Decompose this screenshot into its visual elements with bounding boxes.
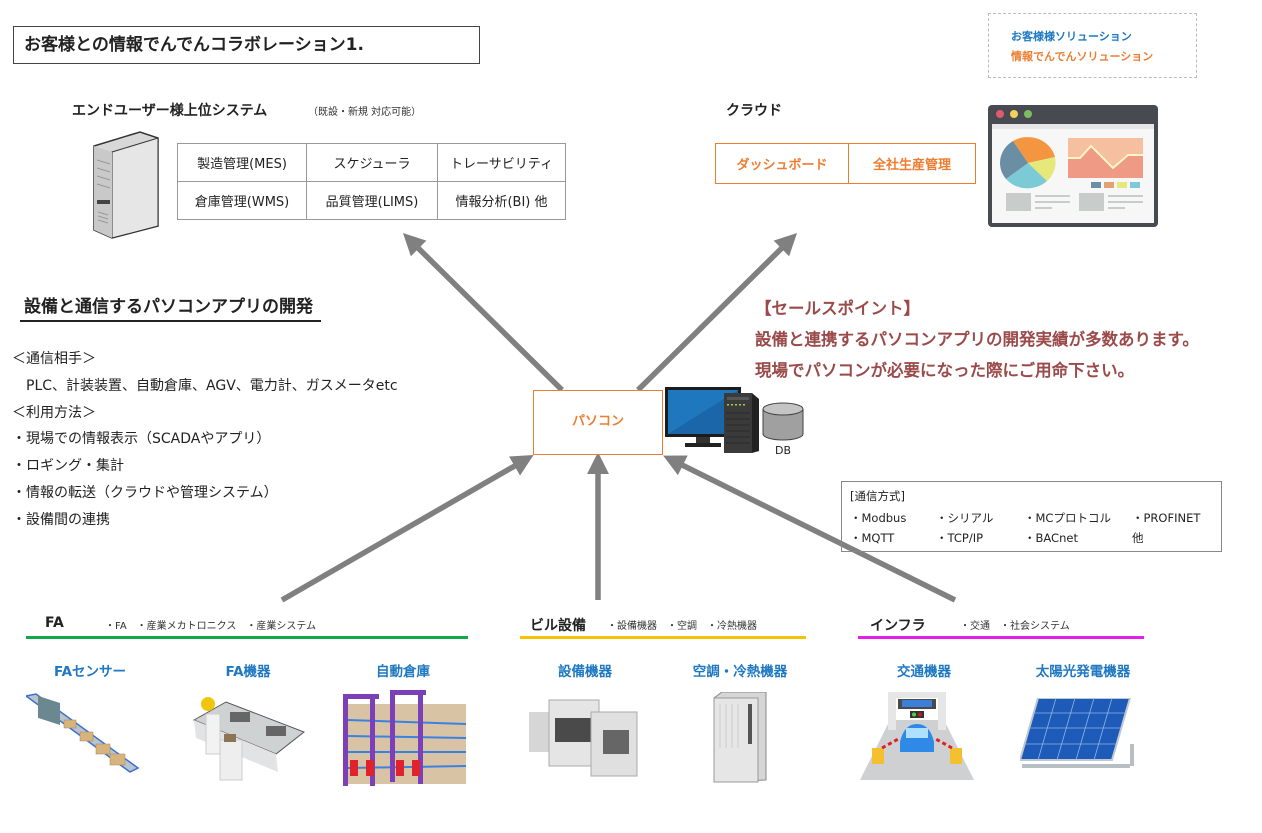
solar-panel-icon — [1020, 698, 1134, 768]
conveyor-belt-icon — [26, 693, 140, 773]
cloud-services-table: ダッシュボード 全社生産管理 — [715, 143, 976, 184]
protocol-item: ・BACnet — [1024, 531, 1078, 545]
detail-line: ・情報の転送（クラウドや管理システム） — [12, 484, 278, 501]
arrow-to-enduser — [402, 233, 564, 392]
table-cell: 倉庫管理(WMS) — [177, 181, 307, 220]
item-fa-equipment-label: FA機器 — [225, 664, 271, 680]
category-infra-subtitle: ・交通 ・社会システム — [960, 621, 1070, 632]
protocol-item: ・MCプロトコル — [1024, 511, 1111, 525]
table-cell: スケジューラ — [306, 143, 438, 182]
detail-line: PLC、計装装置、自動倉庫、AGV、電力計、ガスメータetc — [12, 377, 398, 394]
item-fa-sensor-label: FAセンサー — [53, 664, 127, 680]
database-label: DB — [775, 444, 792, 457]
dashboard-browser-icon — [988, 105, 1158, 227]
item-solar-label: 太陽光発電機器 — [1035, 664, 1131, 680]
sales-point: 【セールスポイント】 設備と連携するパソコンアプリの開発実績が多数あります。 現… — [755, 293, 1199, 386]
factory-operator-icon — [192, 697, 306, 781]
category-fa-subtitle: ・FA ・産業メカトロニクス ・産業システム — [105, 621, 317, 632]
desktop-pc-icon — [665, 387, 759, 453]
air-conditioner-unit-icon — [713, 692, 767, 783]
etc-toll-gate-icon — [860, 692, 974, 780]
database-icon — [762, 402, 804, 441]
development-title: 設備と通信するパソコンアプリの開発 — [20, 292, 321, 322]
table-row: 製造管理(MES) スケジューラ トレーサビリティ — [177, 143, 566, 182]
category-infra-divider — [858, 636, 1144, 639]
detail-line: ＜通信相手＞ — [12, 351, 96, 367]
server-tower-icon — [93, 131, 159, 239]
sales-point-line: 設備と連携するパソコンアプリの開発実績が多数あります。 — [755, 330, 1199, 349]
category-building-title: ビル設備 — [530, 618, 586, 634]
cloud-item-dashboard: ダッシュボード — [715, 143, 849, 184]
category-building-subtitle: ・設備機器 ・空調 ・冷熱機器 — [607, 621, 757, 632]
table-cell: トレーサビリティ — [437, 143, 566, 182]
protocol-item: ・MQTT — [850, 531, 895, 545]
item-equipment-label: 設備機器 — [558, 664, 612, 680]
table-cell: 品質管理(LIMS) — [306, 181, 438, 220]
detail-line: ＜利用方法＞ — [12, 404, 96, 421]
color-legend: お客様様ソリューション 情報でんでんソリューション — [988, 13, 1197, 78]
machine-equipment-icon — [529, 699, 638, 777]
protocol-item: 他 — [1132, 531, 1144, 545]
category-fa-divider — [26, 636, 468, 639]
protocol-item: ・Modbus — [850, 511, 907, 525]
enduser-system-label: エンドユーザー様上位システム — [72, 103, 268, 119]
detail-line: ・現場での情報表示（SCADAやアプリ） — [12, 431, 271, 448]
legend-company-solution: 情報でんでんソリューション — [1011, 50, 1154, 63]
pc-hub-box: パソコン — [533, 390, 663, 455]
arrow-from-fa — [280, 455, 534, 603]
category-fa-title: FA — [45, 615, 64, 631]
protocol-item: ・シリアル — [936, 511, 994, 525]
development-details: ＜通信相手＞ PLC、計装装置、自動倉庫、AGV、電力計、ガスメータetc ＜利… — [12, 346, 398, 534]
table-cell: 製造管理(MES) — [177, 143, 307, 182]
automated-warehouse-icon — [343, 690, 467, 786]
protocol-item: ・PROFINET — [1132, 511, 1201, 525]
table-cell: 情報分析(BI) 他 — [437, 181, 566, 220]
table-row: 倉庫管理(WMS) 品質管理(LIMS) 情報分析(BI) 他 — [177, 181, 566, 220]
arrow-from-infra — [663, 455, 957, 603]
protocol-item: ・TCP/IP — [936, 531, 984, 545]
item-auto-warehouse-label: 自動倉庫 — [376, 664, 430, 680]
item-traffic-label: 交通機器 — [897, 664, 951, 680]
arrow-to-cloud — [636, 233, 798, 392]
enduser-systems-table: 製造管理(MES) スケジューラ トレーサビリティ 倉庫管理(WMS) 品質管理… — [177, 143, 566, 220]
cloud-item-production: 全社生産管理 — [848, 143, 976, 184]
detail-line: ・ロギング・集計 — [12, 458, 124, 475]
category-infra-title: インフラ — [870, 618, 926, 634]
sales-point-heading: 【セールスポイント】 — [755, 299, 920, 318]
item-hvac-label: 空調・冷熱機器 — [692, 664, 788, 680]
enduser-system-note: （既設・新規 対応可能） — [308, 107, 422, 118]
sales-point-line: 現場でパソコンが必要になった際にご用命下さい。 — [755, 361, 1135, 380]
legend-customer-solution: お客様様ソリューション — [1011, 30, 1132, 43]
page-title: お客様との情報でんでんコラボレーション1. — [13, 26, 480, 64]
cloud-label: クラウド — [726, 103, 782, 119]
protocols-box: [通信方式] ・Modbus ・シリアル ・MCプロトコル ・PROFINET … — [841, 481, 1222, 552]
detail-line: ・設備間の連携 — [12, 511, 110, 528]
protocols-title: [通信方式] — [850, 489, 905, 503]
category-building-divider — [520, 636, 806, 639]
